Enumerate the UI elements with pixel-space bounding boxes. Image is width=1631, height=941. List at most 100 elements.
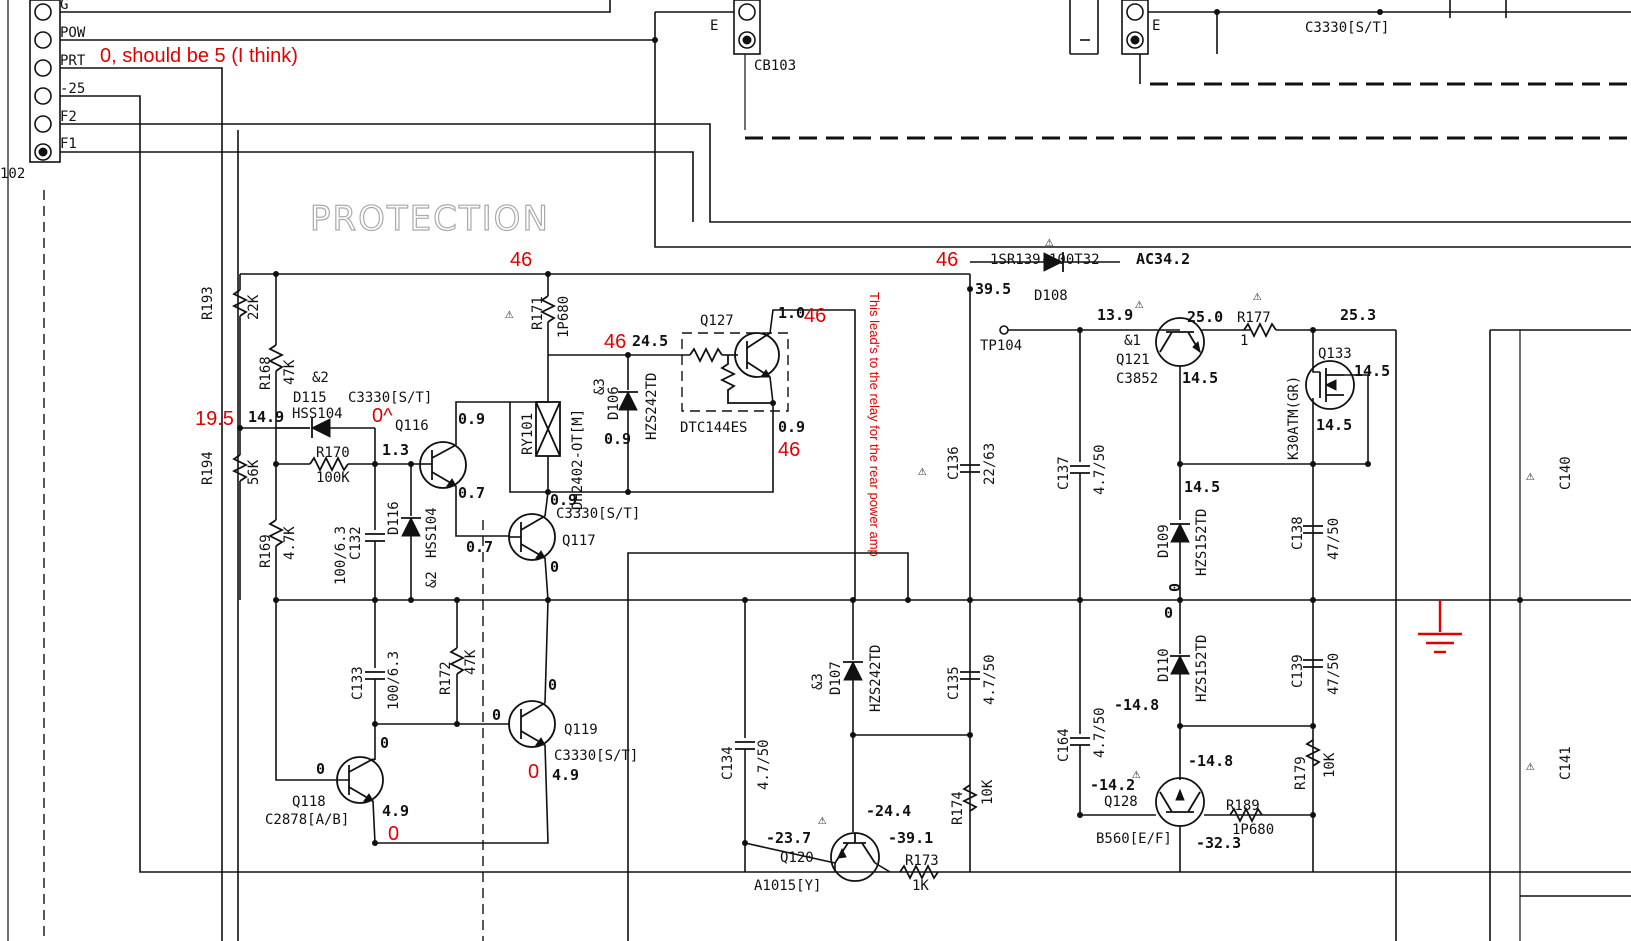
svg-text:C141: C141 [1558, 746, 1574, 780]
svg-text:R179: R179 [1293, 756, 1309, 790]
svg-text:A1015[Y]: A1015[Y] [754, 878, 821, 894]
svg-text:R171: R171 [530, 296, 546, 330]
svg-text:TP104: TP104 [980, 338, 1022, 354]
svg-text:Q117: Q117 [562, 533, 596, 549]
svg-text:100/6.3: 100/6.3 [333, 526, 349, 585]
svg-text:Q127: Q127 [700, 313, 734, 329]
svg-text:14.5: 14.5 [1182, 369, 1218, 387]
svg-text:Q120: Q120 [780, 850, 814, 866]
annot-46-d108: 46 [936, 249, 958, 271]
svg-text:0.9: 0.9 [778, 418, 805, 436]
transistor-q127 [734, 332, 780, 378]
transistor-q116 [419, 441, 467, 489]
connector-cb103: E CB103 [710, 0, 796, 74]
svg-text:4.7K: 4.7K [282, 526, 298, 560]
svg-text:0.9: 0.9 [550, 491, 577, 509]
connector-right: E [1121, 0, 1160, 55]
svg-text:B560[E/F]: B560[E/F] [1096, 831, 1172, 847]
svg-text:14.5: 14.5 [1184, 478, 1220, 496]
svg-text:4.7/50: 4.7/50 [982, 654, 998, 705]
svg-text:R177: R177 [1237, 310, 1271, 326]
connector-pin-pow [34, 31, 52, 49]
svg-text:Q119: Q119 [564, 722, 598, 738]
r194-label: R194 [200, 451, 216, 485]
svg-text:K30ATM(GR): K30ATM(GR) [1286, 376, 1302, 460]
svg-text:RY101: RY101 [520, 413, 536, 455]
transistor-q120 [830, 832, 880, 882]
svg-text:14.5: 14.5 [1316, 416, 1352, 434]
svg-text:100/6.3: 100/6.3 [386, 651, 402, 710]
transistor-q133 [1305, 360, 1355, 410]
svg-text:-24.4: -24.4 [866, 802, 911, 820]
r193-label: R193 [200, 286, 216, 320]
svg-text:-14.2: -14.2 [1090, 776, 1135, 794]
svg-text:&3: &3 [810, 673, 826, 690]
svg-text:0: 0 [1166, 583, 1184, 592]
svg-text:D106: D106 [606, 386, 622, 420]
annot-46-q127-top: 46 [804, 305, 826, 327]
svg-text:0.9: 0.9 [604, 430, 631, 448]
svg-text:0: 0 [492, 706, 501, 724]
svg-text:D108: D108 [1034, 288, 1068, 304]
svg-text:C139: C139 [1290, 654, 1306, 688]
svg-text:47/50: 47/50 [1326, 653, 1342, 695]
svg-text:E: E [1152, 18, 1160, 34]
transistor-q128 [1155, 777, 1205, 827]
svg-text:Q116: Q116 [395, 418, 429, 434]
svg-text:39.5: 39.5 [975, 280, 1011, 298]
svg-text:C132: C132 [348, 526, 364, 560]
svg-text:⚠: ⚠ [1253, 288, 1262, 304]
svg-text:DTC144ES: DTC144ES [680, 420, 747, 436]
connector-cb103-ref: CB103 [754, 58, 796, 74]
svg-text:-14.8: -14.8 [1114, 696, 1159, 714]
svg-text:1P680: 1P680 [556, 296, 572, 338]
svg-text:C164: C164 [1056, 728, 1072, 762]
svg-text:C134: C134 [720, 746, 736, 780]
connector-left: G POW PRT -25 F2 F1 102 [0, 0, 86, 182]
svg-text:HZS152TD: HZS152TD [1194, 509, 1210, 576]
svg-text:R172: R172 [438, 661, 454, 695]
svg-text:10K: 10K [980, 779, 996, 805]
svg-text:22/63: 22/63 [982, 443, 998, 485]
transistor-q119 [508, 700, 556, 748]
svg-text:⚠: ⚠ [505, 306, 514, 322]
svg-text:56K: 56K [246, 459, 262, 485]
svg-text:D110: D110 [1156, 648, 1172, 682]
svg-text:0.7: 0.7 [458, 484, 485, 502]
svg-text:10K: 10K [1322, 752, 1338, 778]
svg-text:22K: 22K [246, 294, 262, 320]
svg-text:&1: &1 [1124, 333, 1141, 349]
svg-text:C3330[S/T]: C3330[S/T] [348, 390, 432, 406]
pin-label-m25: -25 [60, 81, 85, 97]
svg-text:4.9: 4.9 [552, 766, 579, 784]
annot-19-5: 19.5 [195, 408, 234, 430]
svg-text:0: 0 [548, 676, 557, 694]
connector-pin-f2 [34, 115, 52, 133]
svg-text:Q118: Q118 [292, 794, 326, 810]
svg-text:4.9: 4.9 [382, 802, 409, 820]
svg-text:HZS152TD: HZS152TD [1194, 635, 1210, 702]
svg-text:0: 0 [550, 558, 559, 576]
svg-text:-14.8: -14.8 [1188, 752, 1233, 770]
pin-label-f2: F2 [60, 109, 77, 125]
annot-46-q127-bot: 46 [778, 439, 800, 461]
svg-text:C3852: C3852 [1116, 371, 1158, 387]
svg-text:4.7/50: 4.7/50 [756, 739, 772, 790]
annot-0-caret: 0^ [372, 405, 393, 427]
pin-label-f1: F1 [60, 136, 77, 152]
pin-label-pow: POW [60, 25, 86, 41]
svg-text:HSS104: HSS104 [424, 507, 440, 558]
svg-text:C133: C133 [350, 666, 366, 700]
test-point-tp104 [999, 325, 1009, 335]
svg-text:C135: C135 [946, 666, 962, 700]
svg-text:-32.3: -32.3 [1196, 834, 1241, 852]
svg-text:100K: 100K [316, 470, 350, 486]
svg-text:25.3: 25.3 [1340, 306, 1376, 324]
svg-text:1: 1 [1240, 333, 1248, 349]
svg-text:C2878[A/B]: C2878[A/B] [265, 812, 349, 828]
svg-text:13.9: 13.9 [1097, 306, 1133, 324]
svg-text:Q121: Q121 [1116, 352, 1150, 368]
svg-text:⚠: ⚠ [1526, 468, 1535, 484]
svg-text:DH2402-OT[M]: DH2402-OT[M] [570, 409, 586, 510]
svg-text:1SR139-100T32: 1SR139-100T32 [990, 252, 1100, 268]
